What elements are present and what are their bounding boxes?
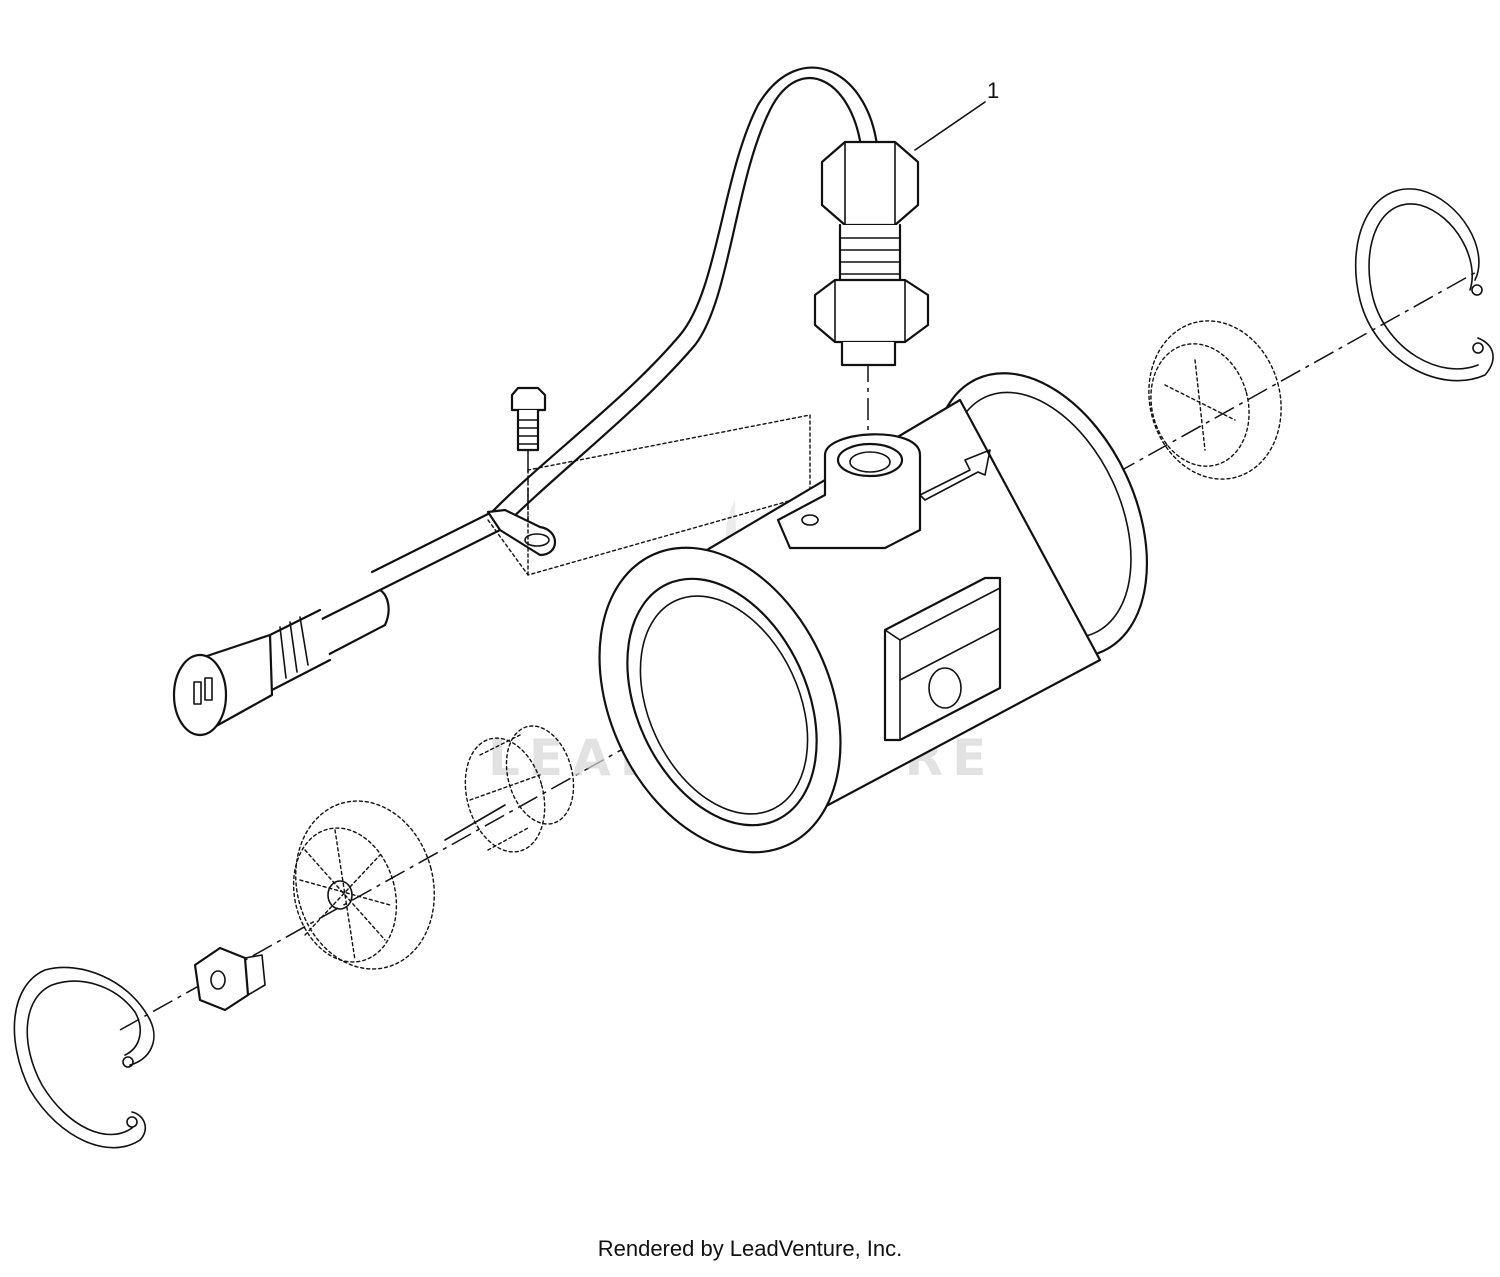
cable-clamp xyxy=(486,508,556,557)
front-retaining-ring xyxy=(13,966,155,1149)
sensor-cable xyxy=(370,66,880,592)
front-plug-nut xyxy=(193,946,266,1012)
clamp-screw xyxy=(510,386,547,452)
flow-meter-body xyxy=(598,372,1149,854)
front-bearing-support xyxy=(292,800,435,970)
rendered-by-footer: Rendered by LeadVenture, Inc. xyxy=(597,1236,903,1261)
rear-bearing-support xyxy=(1148,320,1282,480)
rear-retaining-ring xyxy=(1354,188,1494,382)
callout-1: 1 xyxy=(914,78,999,151)
flow-sensor xyxy=(813,140,930,367)
callout-label: 1 xyxy=(987,78,999,103)
cable-connector xyxy=(172,588,390,737)
turbine-rotor xyxy=(444,725,575,853)
